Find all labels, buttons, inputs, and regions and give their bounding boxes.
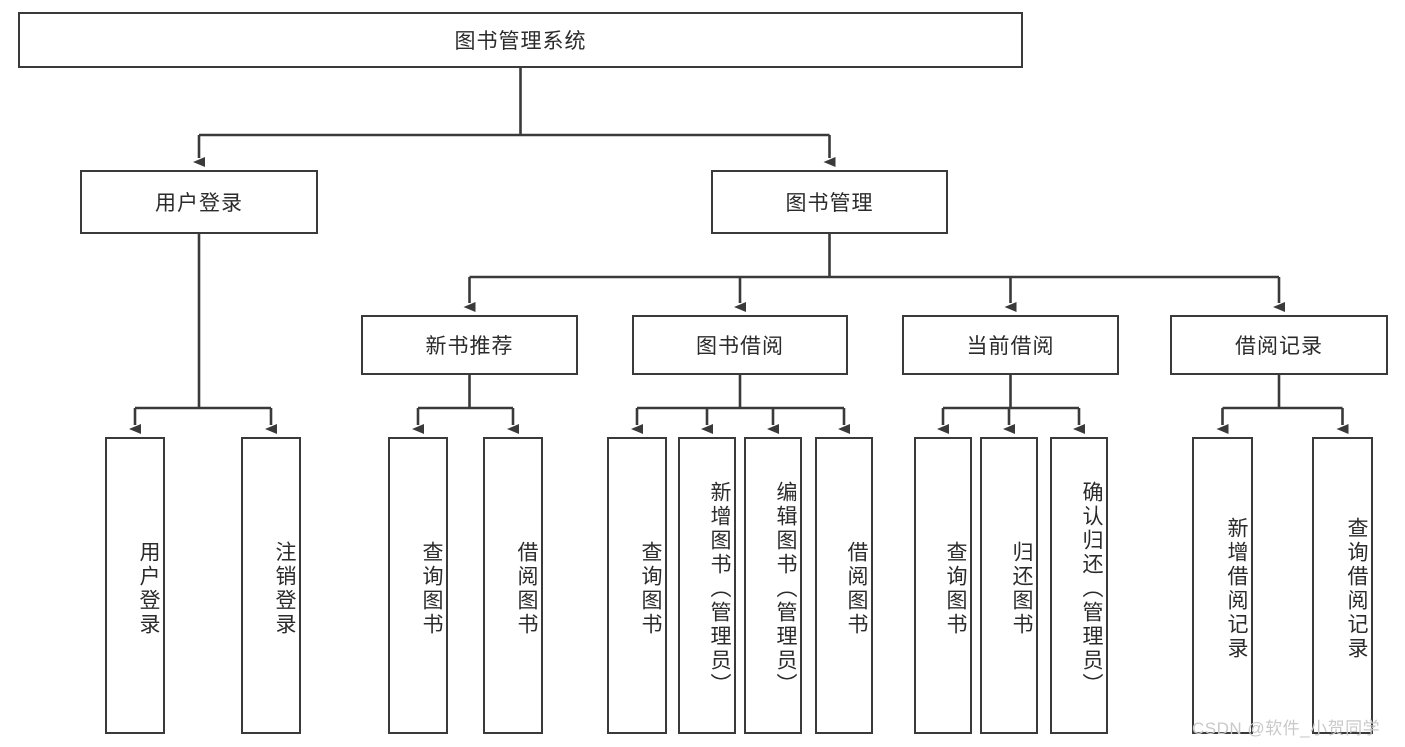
node-label: 图书借阅 xyxy=(696,335,784,358)
node-label: 查询图书 xyxy=(639,540,662,637)
node-current-borrow[interactable]: 当前借阅 xyxy=(902,315,1119,375)
node-label: 注销登录 xyxy=(273,540,296,637)
node-label: 图书管理系统 xyxy=(454,30,587,53)
node-label: 新增借阅记录 xyxy=(1225,516,1248,661)
node-label: 用户登录 xyxy=(155,192,243,215)
node-leaf-query-book-rec[interactable]: 查询图书 xyxy=(388,437,448,734)
node-leaf-add-record[interactable]: 新增借阅记录 xyxy=(1192,437,1253,734)
node-leaf-query-book-bb[interactable]: 查询图书 xyxy=(607,437,667,734)
node-label: 归还图书 xyxy=(1010,540,1033,637)
node-leaf-confirm-return[interactable]: 确认归还（管理员） xyxy=(1050,437,1108,734)
node-leaf-query-book-cb[interactable]: 查询图书 xyxy=(914,437,972,734)
node-leaf-logout[interactable]: 注销登录 xyxy=(241,437,301,734)
node-label: 查询图书 xyxy=(420,540,443,637)
node-book-manage[interactable]: 图书管理 xyxy=(711,170,948,234)
node-label: 借阅图书 xyxy=(845,540,868,637)
node-label: 确认归还（管理员） xyxy=(1080,480,1103,697)
node-label: 新书推荐 xyxy=(425,335,514,358)
node-label: 当前借阅 xyxy=(966,335,1055,358)
node-leaf-add-book[interactable]: 新增图书（管理员） xyxy=(678,437,736,734)
node-leaf-borrow-book-bb[interactable]: 借阅图书 xyxy=(815,437,873,734)
node-user-login[interactable]: 用户登录 xyxy=(80,170,318,234)
node-leaf-edit-book[interactable]: 编辑图书（管理员） xyxy=(744,437,802,734)
node-label: 编辑图书（管理员） xyxy=(774,480,797,697)
node-borrow-record[interactable]: 借阅记录 xyxy=(1170,315,1388,375)
node-label: 借阅图书 xyxy=(515,540,538,637)
node-label: 查询借阅记录 xyxy=(1345,516,1368,661)
node-label: 借阅记录 xyxy=(1235,335,1323,358)
node-root[interactable]: 图书管理系统 xyxy=(18,12,1023,68)
node-label: 查询图书 xyxy=(944,540,967,637)
node-leaf-borrow-book-rec[interactable]: 借阅图书 xyxy=(483,437,543,734)
node-leaf-user-login[interactable]: 用户登录 xyxy=(105,437,165,734)
node-label: 图书管理 xyxy=(785,192,874,215)
node-label: 新增图书（管理员） xyxy=(708,480,731,697)
node-leaf-return-book[interactable]: 归还图书 xyxy=(980,437,1038,734)
node-new-book-rec[interactable]: 新书推荐 xyxy=(361,315,578,375)
node-book-borrow[interactable]: 图书借阅 xyxy=(632,315,848,375)
node-label: 用户登录 xyxy=(137,540,160,637)
node-leaf-query-record[interactable]: 查询借阅记录 xyxy=(1312,437,1373,734)
